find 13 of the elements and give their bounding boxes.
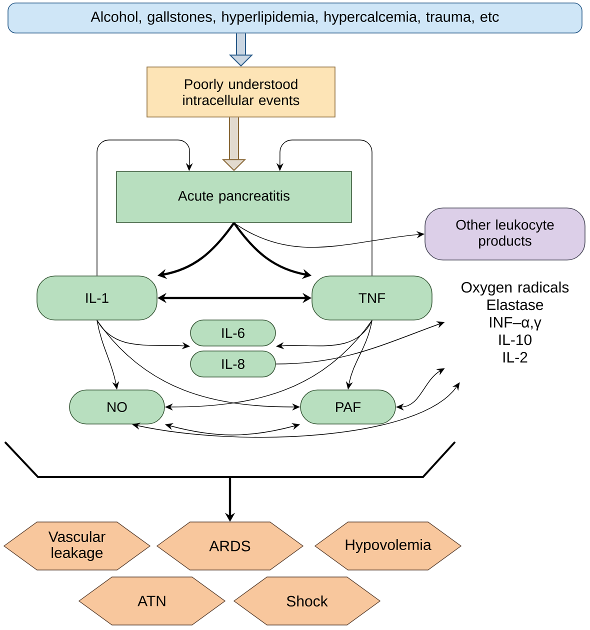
rounded-box: NO bbox=[69, 390, 165, 424]
rounded-box: TNF bbox=[312, 276, 432, 320]
rounded-box: PAF bbox=[300, 390, 396, 424]
rounded-box: IL-8 bbox=[190, 350, 276, 378]
text-list: Oxygen radicals Elastase INF–α,γ IL-10 IL-2 bbox=[462, 282, 569, 362]
rounded-box: Other leukocyte products bbox=[424, 208, 586, 260]
bracket bbox=[4, 441, 456, 478]
process-box: Acute pancreatitis bbox=[116, 171, 352, 223]
arrow bbox=[96, 140, 193, 276]
process-box: Poorly understood intracellular events bbox=[146, 66, 336, 118]
rounded-box: IL-1 bbox=[36, 276, 158, 320]
rounded-box: IL-6 bbox=[190, 320, 276, 346]
cause-box: Alcohol, gallstones, hyperlipidemia, hypercalcemia, trauma, etc bbox=[8, 2, 582, 34]
